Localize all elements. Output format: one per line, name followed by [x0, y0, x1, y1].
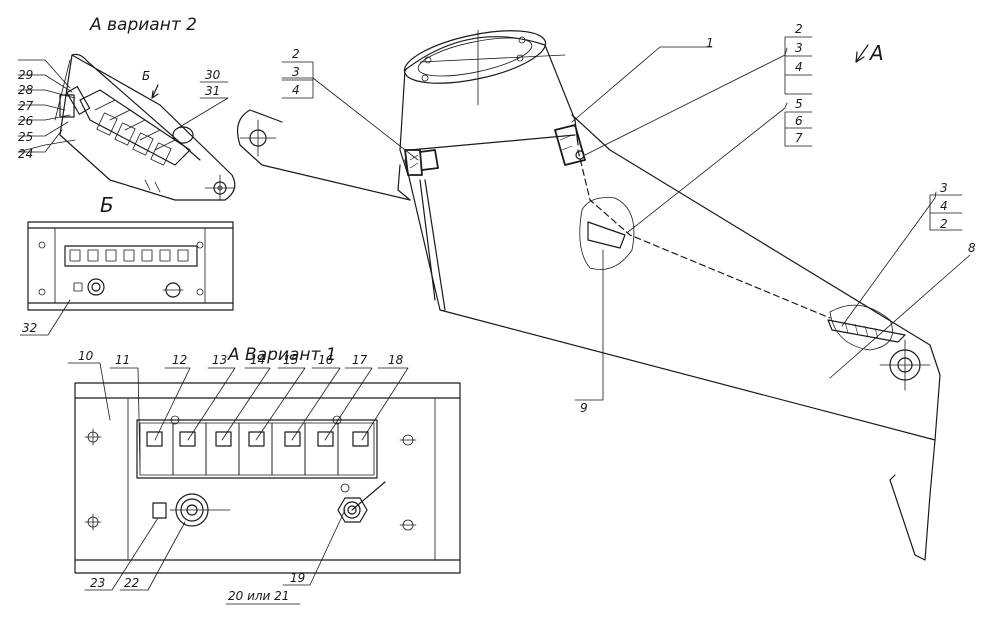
callout-g2-c: 4: [795, 60, 803, 74]
callout-11: 11: [115, 353, 130, 367]
callout-15: 15: [283, 353, 298, 367]
callout-g3-a: 5: [795, 97, 803, 111]
variant2-detail: [17, 53, 236, 201]
callout-28: 28: [18, 83, 34, 97]
callout-25: 25: [18, 130, 33, 144]
callout-g1-c: 4: [292, 83, 300, 97]
callout-18: 18: [388, 353, 404, 367]
callout-g3-b: 6: [795, 114, 803, 128]
callout-16: 16: [318, 353, 334, 367]
variant1-detail: [67, 362, 461, 605]
callout-g3-c: 7: [795, 131, 803, 145]
callout-g4-c: 2: [940, 217, 948, 231]
callout-g2-b: 3: [795, 41, 803, 55]
callout-29: 29: [18, 68, 33, 82]
callout-19: 19: [290, 571, 305, 585]
callout-31: 31: [205, 84, 220, 98]
main-assembly: [237, 29, 941, 561]
callout-23: 23: [90, 576, 105, 590]
main-leaders: [281, 36, 971, 401]
callout-13: 13: [212, 353, 227, 367]
title-variant2: А вариант 2: [89, 15, 197, 35]
arrow-a-label: А: [868, 41, 884, 65]
callout-10: 10: [78, 349, 94, 363]
title-view-b: Б: [100, 193, 114, 217]
callout-g1-b: 3: [292, 65, 300, 79]
callout-14: 14: [250, 353, 265, 367]
callout-1: 1: [706, 36, 714, 50]
callout-22: 22: [124, 576, 139, 590]
callout-17: 17: [352, 353, 368, 367]
callout-26: 26: [18, 114, 34, 128]
callout-12: 12: [172, 353, 187, 367]
callout-24: 24: [18, 147, 33, 161]
callout-g1-a: 2: [292, 47, 300, 61]
callout-g4-a: 3: [940, 181, 948, 195]
arrow-b-label: Б: [142, 69, 150, 83]
callout-20-or-21: 20 или 21: [228, 589, 289, 603]
labels: А вариант 2 А Вариант 1 Б Б А 1 2 3 4 2 …: [18, 15, 976, 603]
view-b-detail: [19, 221, 234, 336]
callout-30: 30: [205, 68, 221, 82]
callout-32: 32: [22, 321, 37, 335]
callout-g4-b: 4: [940, 199, 948, 213]
callout-27: 27: [18, 99, 34, 113]
callout-8: 8: [968, 241, 976, 255]
title-variant1: А Вариант 1: [227, 345, 337, 365]
callout-9: 9: [580, 401, 588, 415]
callout-g2-a: 2: [795, 22, 803, 36]
